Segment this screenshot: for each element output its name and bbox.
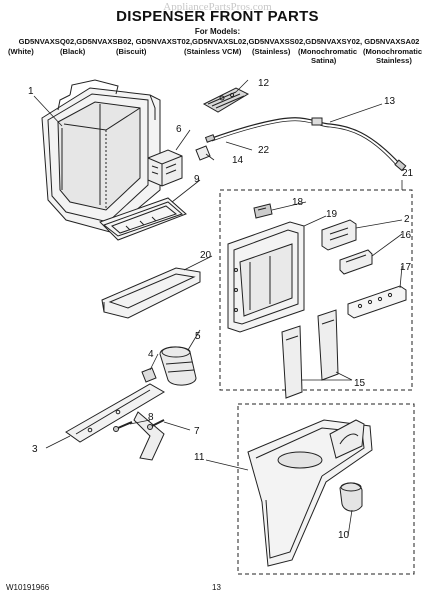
variant-label: (White) <box>8 47 34 56</box>
page-number: 13 <box>212 583 221 592</box>
variant-label: (Monochromatic <box>363 47 423 56</box>
part-20-drip-tray <box>101 267 201 319</box>
callout-14: 14 <box>232 155 244 166</box>
part-10-elbow <box>339 482 363 512</box>
part-4-gear <box>141 367 157 383</box>
callout-20: 20 <box>200 250 212 261</box>
callout-21: 21 <box>402 168 414 179</box>
callout-2: 2 <box>404 214 410 225</box>
variant-label: Satina) <box>311 56 337 65</box>
part-2-bracket <box>321 219 357 251</box>
callout-17: 17 <box>400 262 412 273</box>
variant-label: (Stainless VCM) <box>184 47 242 56</box>
callout-16: 16 <box>400 230 412 241</box>
assembly-boundary-11 <box>237 403 415 575</box>
part-6-block <box>147 149 183 187</box>
callout-19: 19 <box>326 209 338 220</box>
callout-10: 10 <box>338 530 350 541</box>
diagram-title: DISPENSER FRONT PARTS <box>116 8 319 25</box>
variant-label: (Black) <box>60 47 86 56</box>
part-5-motor <box>159 346 197 386</box>
model-list: GD5NVAXSQ02,GD5NVAXSB02, GD5NVAXST02,GD5… <box>18 37 420 46</box>
part-1-housing <box>41 79 161 233</box>
part-7-screw <box>147 419 165 430</box>
variant-label: (Monochromatic <box>298 47 358 56</box>
callout-numbers: 1 2 3 4 5 6 7 8 9 10 11 12 13 14 15 16 1… <box>28 78 414 541</box>
callout-15: 15 <box>354 378 366 389</box>
callout-6: 6 <box>176 124 182 135</box>
leader-lines <box>33 79 403 537</box>
for-models-label: For Models: <box>194 27 241 36</box>
callout-9: 9 <box>194 174 200 185</box>
part-19-front-panel <box>227 221 305 333</box>
part-17-control-panel <box>347 285 407 319</box>
part-11-door <box>329 419 365 459</box>
part-16-label-plate <box>339 249 373 275</box>
callout-8: 8 <box>148 412 154 423</box>
callout-3: 3 <box>32 444 38 455</box>
callout-11: 11 <box>194 452 205 463</box>
watermark: AppliancePartsPros.com <box>163 1 272 13</box>
variant-label: (Biscuit) <box>116 47 147 56</box>
callout-4: 4 <box>148 349 154 360</box>
callout-7: 7 <box>194 426 200 437</box>
part-11-chute-housing <box>247 419 373 567</box>
document-number: W10191966 <box>6 583 50 592</box>
variant-label: Stainless) <box>376 56 412 65</box>
callout-12: 12 <box>258 78 270 89</box>
part-13-wire-harness <box>204 117 407 172</box>
part-9-tray <box>99 197 187 241</box>
callout-22: 22 <box>258 145 270 156</box>
part-18-switch <box>253 203 273 219</box>
callout-18: 18 <box>292 197 304 208</box>
callout-13: 13 <box>384 96 396 107</box>
part-3-lever <box>65 383 165 461</box>
part-14-clip <box>195 145 211 161</box>
variant-label: (Stainless) <box>252 47 291 56</box>
part-12-board <box>202 87 250 113</box>
part-8-screw <box>113 421 133 432</box>
callout-1: 1 <box>28 86 34 97</box>
callout-5: 5 <box>195 331 201 342</box>
part-15-paddles <box>281 309 339 399</box>
